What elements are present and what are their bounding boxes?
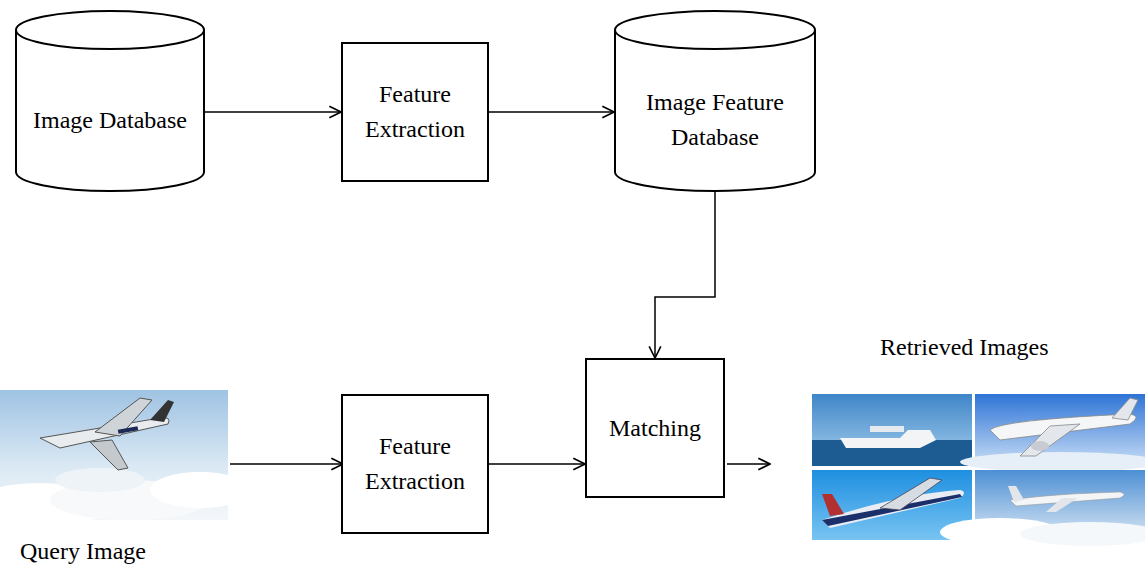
process-box: Feature Extraction <box>341 394 489 534</box>
input-arrow <box>230 463 343 465</box>
cylinder-outline <box>15 10 205 192</box>
process-box: Matching <box>585 358 725 498</box>
node-text: Feature Extraction <box>343 77 487 147</box>
node-text: Matching <box>601 411 709 446</box>
retrieved-image <box>812 394 972 466</box>
image-caption: Query Image <box>20 538 146 565</box>
output-arrow <box>727 463 770 465</box>
flow-arrow <box>489 463 585 465</box>
flow-arrow <box>655 192 715 358</box>
flow-arrow <box>205 111 341 113</box>
database-cylinder: Image Feature Database <box>614 10 816 192</box>
node-text: Image Database <box>25 103 195 138</box>
query-image <box>0 390 250 527</box>
node-text: Feature Extraction <box>343 429 487 499</box>
section-label: Retrieved Images <box>880 334 1049 361</box>
retrieved-image <box>960 394 1145 472</box>
retrieved-image <box>940 470 1145 546</box>
flow-arrow <box>489 111 614 113</box>
process-box: Feature Extraction <box>341 42 489 182</box>
node-text: Image Feature Database <box>614 85 816 155</box>
database-cylinder: Image Database <box>15 10 205 192</box>
